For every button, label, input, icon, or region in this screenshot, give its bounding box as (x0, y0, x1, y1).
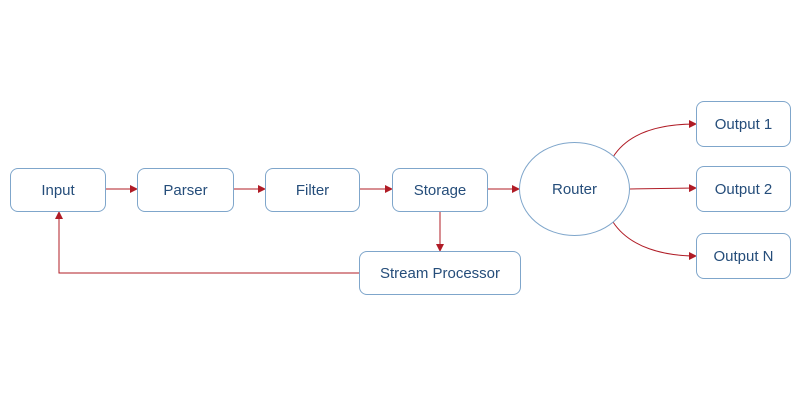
node-input-label: Input (41, 181, 75, 199)
node-input[interactable]: Input (10, 168, 106, 212)
node-router[interactable]: Router (519, 142, 630, 236)
edge-router-to-output-1 (612, 120, 697, 158)
node-parser[interactable]: Parser (137, 168, 234, 212)
node-filter-label: Filter (295, 181, 330, 199)
edge-stream-processor-to-input (55, 211, 359, 274)
node-output-1[interactable]: Output 1 (696, 101, 791, 147)
edge-router-to-output-n (612, 221, 697, 260)
node-output-2[interactable]: Output 2 (696, 166, 791, 212)
node-storage-label: Storage (413, 181, 467, 199)
node-output-2-label: Output 2 (714, 180, 773, 198)
edge-router-to-output-2 (629, 184, 697, 193)
node-parser-label: Parser (163, 181, 208, 199)
node-output-n-label: Output N (713, 247, 774, 265)
node-stream-processor[interactable]: Stream Processor (359, 251, 521, 295)
node-filter[interactable]: Filter (265, 168, 360, 212)
node-output-1-label: Output 1 (714, 115, 773, 133)
node-router-label: Router (551, 180, 598, 198)
node-stream-processor-label: Stream Processor (379, 264, 501, 282)
node-output-n[interactable]: Output N (696, 233, 791, 279)
node-storage[interactable]: Storage (392, 168, 488, 212)
